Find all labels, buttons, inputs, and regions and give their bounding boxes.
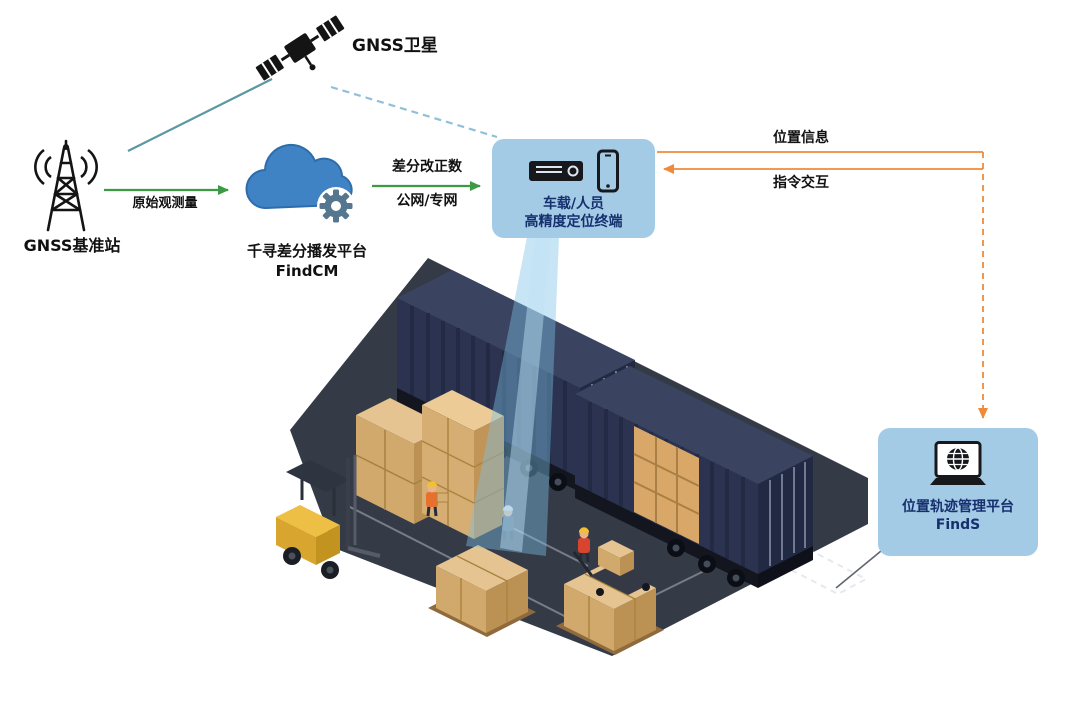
position-info-label: 位置信息 (773, 130, 829, 146)
worker-1 (426, 481, 449, 517)
callout-line-finds (835, 550, 882, 589)
terminal-card: 车载/人员 高精度定位终端 (492, 139, 655, 238)
receiver-icon (528, 161, 583, 181)
warehouse-scene (276, 258, 869, 656)
finds-card: 位置轨迹管理平台 FindS (878, 428, 1038, 556)
radio-tower-icon (24, 138, 108, 234)
cloud-name-label: 千寻差分播发平台 (246, 242, 367, 260)
worker-2 (502, 505, 514, 541)
cloud-gear-icon (236, 134, 372, 234)
terminal-label-line1: 车载/人员 (542, 196, 605, 212)
smartphone-icon (596, 149, 619, 193)
terminal-icons (528, 147, 620, 195)
command-label: 指令交互 (773, 175, 829, 191)
positioning-beam (466, 237, 559, 556)
laptop-globe-icon (930, 441, 986, 485)
shipping-container-2 (573, 364, 815, 590)
corrections-label-2: 公网/专网 (396, 193, 458, 209)
finds-label-product: FindS (935, 517, 981, 534)
satellite-icon (250, 6, 350, 92)
edge-satellite-basestation (127, 78, 273, 152)
open-door-cargo (633, 426, 700, 544)
finds-label-name: 位置轨迹管理平台 (902, 499, 1014, 515)
pallet-jack (572, 540, 654, 596)
forklift (276, 455, 381, 579)
base-station-label: GNSS基准站 (23, 236, 121, 255)
terminal-label-line2: 高精度定位终端 (524, 214, 623, 231)
edge-position-info (657, 151, 988, 419)
raw-observation-label: 原始观测量 (132, 196, 198, 211)
satellite-label: GNSS卫星 (352, 36, 438, 56)
edge-satellite-terminal (330, 85, 498, 139)
gear (319, 189, 353, 223)
corrections-label-1: 差分改正数 (392, 159, 462, 175)
cloud-product-label: FindCM (275, 262, 339, 280)
